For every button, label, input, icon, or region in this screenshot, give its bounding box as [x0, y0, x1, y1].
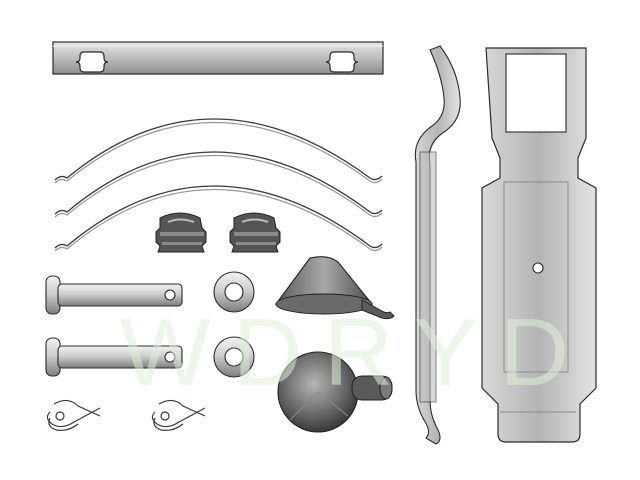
- clevis-pin-1: [45, 275, 183, 315]
- bent-spring-strip: [414, 45, 461, 445]
- rubber-cap-dome: [277, 351, 393, 433]
- wire-spring-2: [54, 151, 383, 218]
- flat-washer-1: [213, 271, 255, 313]
- anti-rattle-plate: [52, 41, 384, 75]
- wire-spring-3: [54, 185, 383, 252]
- dust-boot-1: [155, 212, 207, 253]
- clevis-pin-2: [45, 337, 183, 377]
- rubber-cap-cone: [275, 256, 395, 320]
- abutment-clip: [481, 47, 597, 443]
- r-clip-1: [46, 399, 101, 431]
- r-clip-2: [151, 399, 206, 431]
- dust-boot-2: [229, 212, 281, 253]
- flat-washer-2: [213, 336, 255, 378]
- wire-spring-1: [54, 118, 383, 184]
